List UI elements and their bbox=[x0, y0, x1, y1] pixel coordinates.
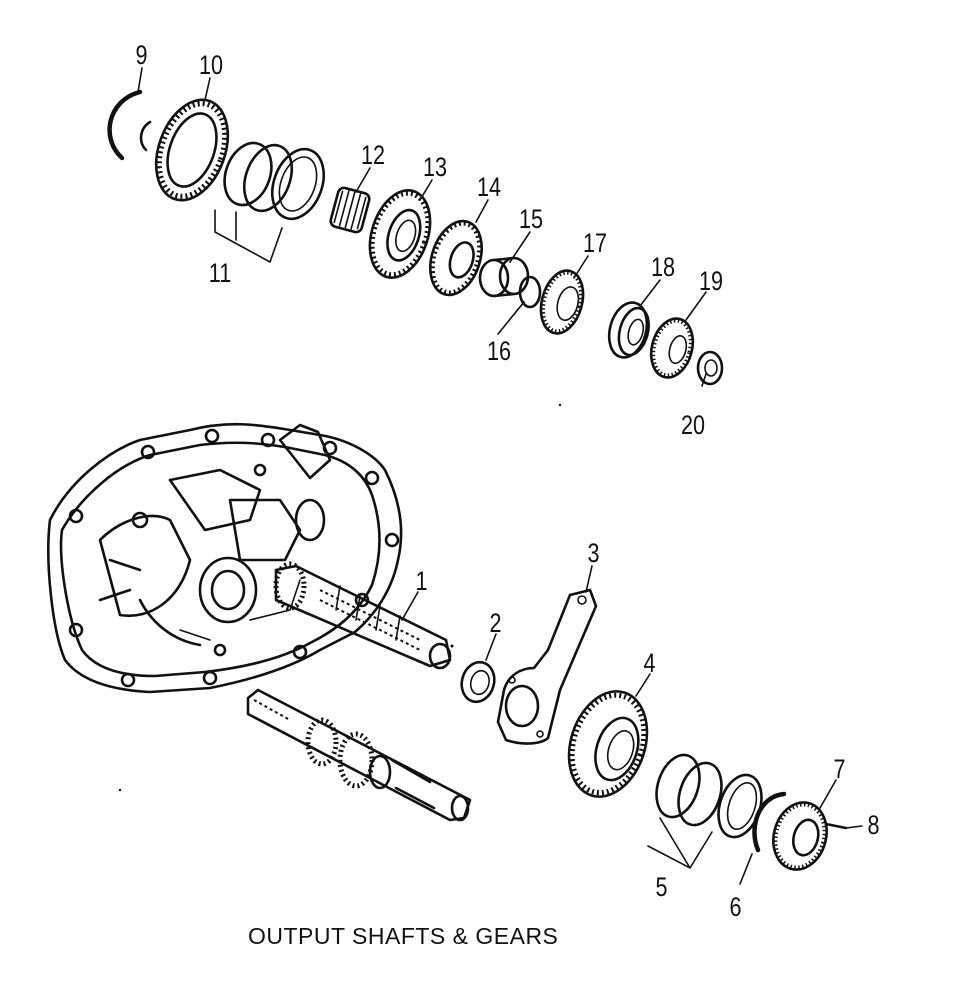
callout-19: 19 bbox=[699, 267, 723, 297]
callout-5: 5 bbox=[656, 873, 668, 903]
part-2-bearing bbox=[460, 660, 496, 704]
part-6-snap-ring bbox=[752, 791, 787, 853]
callout-15: 15 bbox=[519, 205, 543, 235]
leader-19 bbox=[685, 291, 707, 321]
callout-20: 20 bbox=[681, 411, 705, 441]
leader-10 bbox=[204, 77, 211, 101]
callout-9: 9 bbox=[136, 41, 148, 71]
callout-4: 4 bbox=[644, 649, 656, 679]
callout-10: 10 bbox=[199, 51, 223, 81]
callout-18: 18 bbox=[651, 253, 675, 283]
leader-2 bbox=[485, 633, 497, 661]
part-10-gear-ring bbox=[154, 98, 230, 202]
callout-14: 14 bbox=[477, 173, 501, 203]
callout-6: 6 bbox=[730, 893, 742, 923]
leader-3 bbox=[585, 565, 593, 593]
callout-16: 16 bbox=[487, 337, 511, 367]
part-7-synchro-hub bbox=[772, 801, 828, 871]
bracket-11 bbox=[214, 209, 283, 263]
leader-20 bbox=[701, 373, 707, 387]
part-11-synchro-rings bbox=[223, 141, 325, 221]
callout-2: 2 bbox=[490, 609, 502, 639]
leader-12 bbox=[355, 167, 371, 193]
part-8-insert bbox=[824, 822, 848, 830]
leader-15 bbox=[509, 231, 531, 263]
diagram-caption: OUTPUT SHAFTS & GEARS bbox=[248, 923, 558, 949]
leader-8 bbox=[845, 825, 863, 829]
part-15-collar bbox=[478, 256, 530, 298]
part-18-ball-bearing bbox=[607, 301, 650, 359]
leader-17 bbox=[573, 255, 589, 279]
leader-6 bbox=[739, 853, 753, 885]
leader-18 bbox=[639, 279, 661, 307]
callout-7: 7 bbox=[834, 755, 846, 785]
callout-11: 11 bbox=[209, 259, 231, 289]
callout-3: 3 bbox=[588, 539, 600, 569]
part-13-gear bbox=[368, 189, 432, 279]
part-3-bracket bbox=[496, 588, 598, 745]
callout-12: 12 bbox=[361, 141, 385, 171]
callout-17: 17 bbox=[583, 229, 607, 259]
leader-9 bbox=[137, 67, 143, 93]
part-4-gear bbox=[567, 690, 649, 798]
leader-13 bbox=[419, 179, 433, 201]
callout-8: 8 bbox=[868, 811, 880, 841]
leader-1 bbox=[401, 591, 419, 621]
part-12-needle-bearing bbox=[329, 186, 371, 234]
part-17-gear bbox=[539, 269, 585, 335]
transmission-case bbox=[47, 422, 403, 694]
leader-16 bbox=[497, 301, 525, 335]
callout-1: 1 bbox=[416, 567, 428, 597]
leader-14 bbox=[475, 199, 489, 223]
leader-4 bbox=[635, 673, 651, 697]
part-14-gear bbox=[429, 219, 483, 297]
bracket-5 bbox=[647, 817, 713, 870]
output-shaft bbox=[246, 688, 472, 822]
part-20-nut bbox=[696, 350, 724, 386]
part-1-input-shaft bbox=[273, 561, 454, 670]
part-19-gear bbox=[649, 317, 695, 379]
callout-13: 13 bbox=[423, 153, 447, 183]
part-9-snap-ring bbox=[107, 89, 152, 161]
leader-7 bbox=[819, 779, 837, 809]
part-16-spacer-ring bbox=[518, 275, 542, 309]
